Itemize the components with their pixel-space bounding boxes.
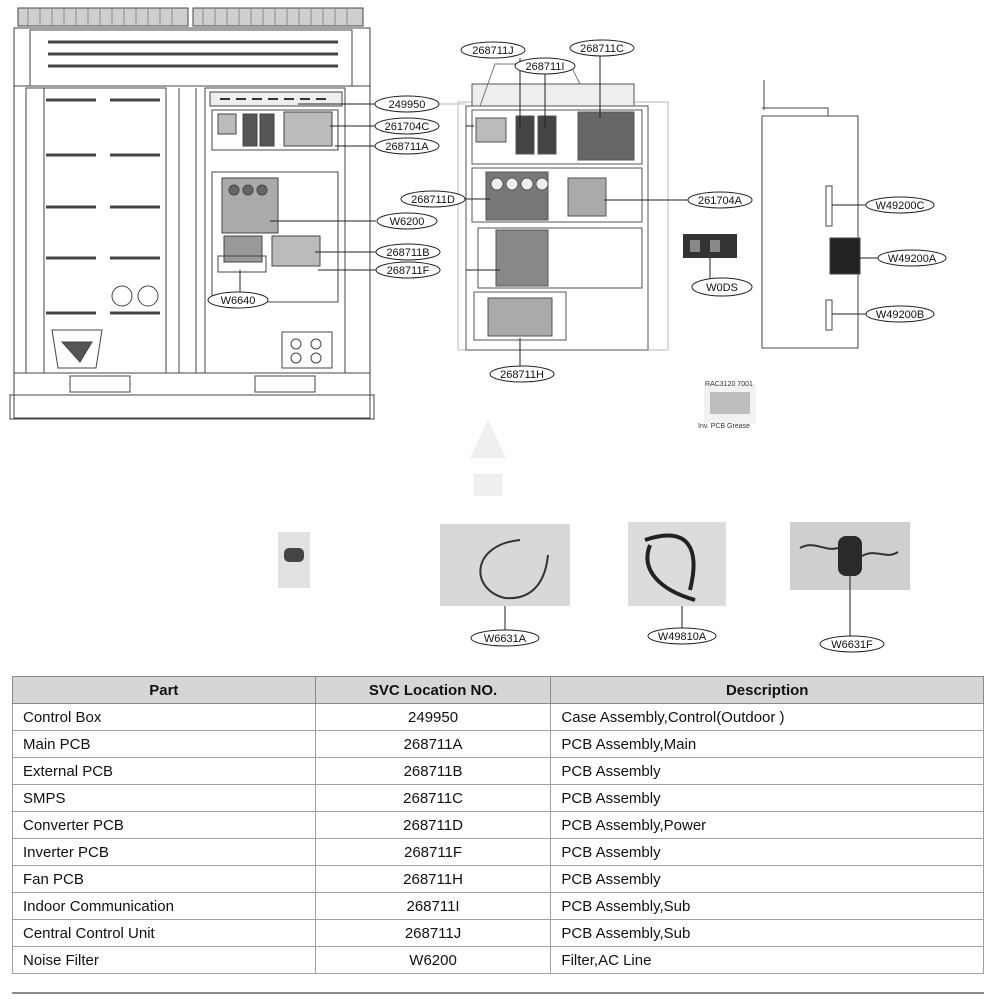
callout-W49200C: W49200C: [865, 196, 935, 214]
cell-location: 268711A: [314, 730, 552, 758]
cell-location: 268711C: [314, 784, 552, 812]
w49810a-part-image: [628, 522, 726, 606]
cell-location: 268711H: [314, 865, 552, 893]
cell-location: W6200: [314, 946, 552, 974]
cell-location: 249950: [314, 703, 552, 731]
cell-part: External PCB: [12, 757, 316, 785]
callout-268711F: 268711F: [375, 261, 441, 279]
svg-text:W6200: W6200: [390, 216, 425, 228]
cell-description: PCB Assembly,Sub: [550, 892, 984, 920]
callout-268711I: 268711I: [514, 57, 576, 75]
callout-268711A: 268711A: [374, 137, 440, 155]
callout-268711B: 268711B: [375, 243, 441, 261]
cell-part: Main PCB: [12, 730, 316, 758]
cell-part: SMPS: [12, 784, 316, 812]
svg-text:W49200C: W49200C: [876, 200, 925, 212]
callout-268711D: 268711D: [400, 190, 466, 208]
svg-text:261704C: 261704C: [385, 121, 430, 133]
svg-text:Inv. PCB Grease: Inv. PCB Grease: [698, 423, 750, 430]
callout-261704C: 261704C: [374, 117, 440, 135]
callout-W6631F: W6631F: [819, 635, 885, 653]
cell-description: PCB Assembly: [550, 865, 984, 893]
callout-W49200B: W49200B: [865, 305, 935, 323]
outdoor-unit-drawing: [9, 7, 375, 420]
callout-268711H: 268711H: [489, 365, 555, 383]
svg-text:268711J: 268711J: [472, 45, 513, 57]
cell-description: PCB Assembly,Power: [550, 811, 984, 839]
cell-location: 268711B: [314, 757, 552, 785]
cell-description: PCB Assembly,Main: [550, 730, 984, 758]
svg-text:268711I: 268711I: [526, 61, 565, 73]
cell-location: 268711F: [314, 838, 552, 866]
callout-W49200A: W49200A: [877, 249, 947, 267]
callout-268711C: 268711C: [569, 39, 635, 57]
callout-W0DS: W0DS: [691, 277, 753, 297]
svg-text:268711A: 268711A: [385, 141, 429, 153]
header-description: Description: [550, 676, 984, 704]
side-panel-drawing: [761, 80, 861, 349]
callout-W6200: W6200: [376, 212, 438, 230]
svg-text:268711C: 268711C: [580, 43, 624, 55]
cell-part: Converter PCB: [12, 811, 316, 839]
svg-text:W49200B: W49200B: [876, 309, 924, 321]
svg-text:268711F: 268711F: [387, 265, 430, 277]
callout-268711J: 268711J: [460, 41, 526, 59]
pcb-grease-image: RAC3120 7001 Inv. PCB Grease: [698, 381, 756, 430]
callout-W49810A: W49810A: [647, 627, 717, 645]
header-svc-location: SVC Location NO.: [314, 676, 552, 704]
header-part: Part: [12, 676, 316, 704]
cell-part: Fan PCB: [12, 865, 316, 893]
svg-text:268711B: 268711B: [386, 247, 429, 259]
cell-location: 268711I: [314, 892, 552, 920]
small-label-image: [278, 532, 310, 588]
cell-description: PCB Assembly: [550, 838, 984, 866]
svg-text:261704A: 261704A: [698, 195, 743, 207]
bottom-rule: [12, 992, 984, 994]
cell-part: Indoor Communication: [12, 892, 316, 920]
cell-part: Inverter PCB: [12, 838, 316, 866]
svg-text:RAC3120 7001: RAC3120 7001: [705, 381, 753, 388]
svg-text:W0DS: W0DS: [706, 282, 738, 294]
callout-261704A: 261704A: [687, 191, 753, 209]
svg-text:249950: 249950: [389, 99, 426, 111]
parts-diagram: RAC3120 7001 Inv. PCB Grease 249950 2617…: [9, 7, 947, 653]
cell-description: PCB Assembly: [550, 757, 984, 785]
cell-location: 268711D: [314, 811, 552, 839]
svg-text:268711H: 268711H: [500, 369, 544, 381]
svg-text:W6640: W6640: [221, 295, 256, 307]
cell-description: Filter,AC Line: [550, 946, 984, 974]
svg-text:W49200A: W49200A: [888, 253, 937, 265]
cell-description: PCB Assembly,Sub: [550, 919, 984, 947]
w6631a-part-image: [440, 524, 570, 606]
table-header-row: Part SVC Location NO. Description: [12, 676, 984, 704]
parts-table: Part SVC Location NO. Description Contro…: [12, 676, 984, 974]
cell-part: Central Control Unit: [12, 919, 316, 947]
cell-description: PCB Assembly: [550, 784, 984, 812]
callout-W6631A: W6631A: [470, 629, 540, 647]
cell-part: Noise Filter: [12, 946, 316, 974]
cell-part: Control Box: [12, 703, 316, 731]
control-box-drawing: [457, 63, 669, 351]
cell-location: 268711J: [314, 919, 552, 947]
cell-description: Case Assembly,Control(Outdoor ): [550, 703, 984, 731]
svg-text:W49810A: W49810A: [658, 631, 707, 643]
watermark: [470, 420, 506, 496]
svg-text:W6631A: W6631A: [484, 633, 527, 645]
svg-text:W6631F: W6631F: [831, 639, 873, 651]
svg-text:268711D: 268711D: [411, 194, 455, 206]
callout-W6640: W6640: [207, 291, 269, 309]
callout-249950: 249950: [374, 95, 440, 113]
